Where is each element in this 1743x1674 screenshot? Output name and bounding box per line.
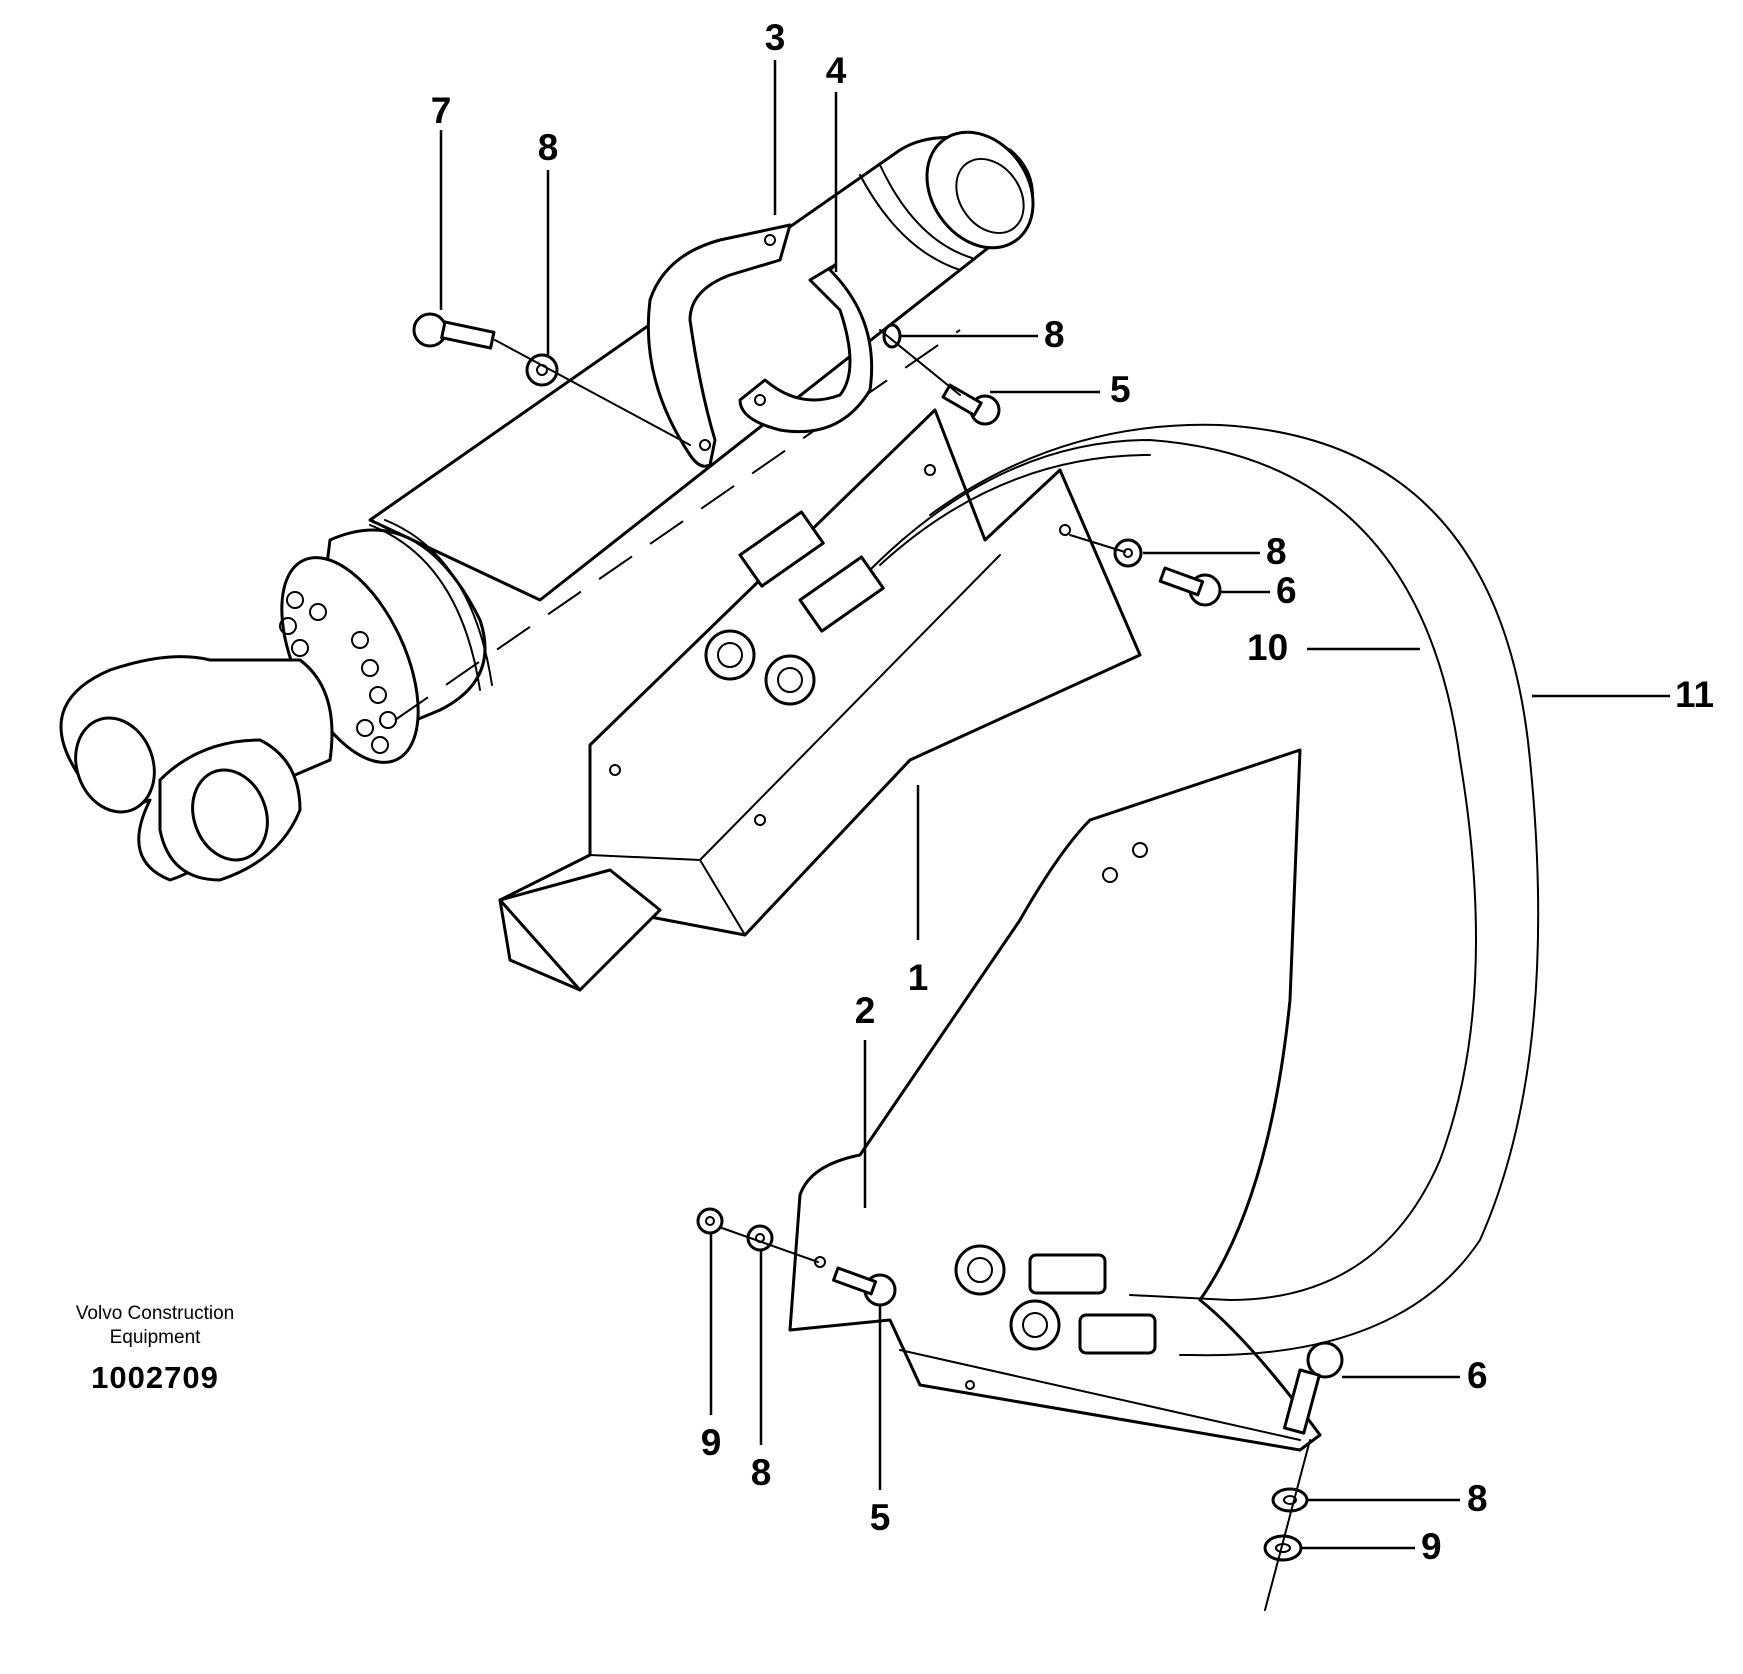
drawing-number: 1002709 (91, 1360, 219, 1395)
hydraulic-cylinder (59, 130, 1035, 882)
callout-2: 2 (855, 990, 876, 1031)
screw-5-bottom (832, 1266, 897, 1307)
screw-6-bottom (1282, 1341, 1344, 1435)
callout-11: 11 (1675, 674, 1714, 715)
callout-8-right: 8 (1266, 531, 1287, 572)
drawing-caption: Volvo Construction Equipment 1002709 (40, 1302, 270, 1396)
callout-8-clamp: 8 (1044, 314, 1065, 355)
callout-6-bottom: 6 (1467, 1355, 1488, 1396)
callout-9-left: 9 (701, 1422, 722, 1463)
callout-1: 1 (908, 957, 929, 998)
callout-8-bottom: 8 (1467, 1478, 1488, 1519)
screw-5-clamp (941, 383, 1001, 426)
screw-7 (412, 312, 496, 350)
screw-6-right (1158, 566, 1222, 607)
company-name-line2: Equipment (109, 1327, 201, 1348)
bracket-plate-1 (498, 408, 1142, 992)
callout-9-bottom: 9 (1421, 1526, 1442, 1567)
callout-5-bottom: 5 (870, 1497, 891, 1538)
hose-clamp-4 (738, 263, 874, 434)
callout-labels: 3 4 7 8 8 5 8 6 10 11 1 2 6 8 9 9 8 5 (431, 17, 1714, 1567)
callout-8-top: 8 (538, 127, 559, 168)
callout-3-top: 3 (765, 17, 786, 58)
hose-11 (929, 423, 1540, 1357)
callout-4-top: 4 (826, 50, 847, 91)
callout-7-top: 7 (431, 90, 452, 131)
callout-8-left: 8 (751, 1452, 772, 1493)
washer-8-bottom (1271, 1487, 1309, 1513)
hose-10 (869, 438, 1477, 1302)
assembly-axis-lines (494, 329, 1311, 1611)
hose-clamp-3 (646, 223, 792, 468)
callout-6-right: 6 (1276, 570, 1297, 611)
bracket-plate-2 (788, 748, 1322, 1452)
callout-10: 10 (1247, 627, 1288, 668)
callout-5-clamp: 5 (1110, 369, 1131, 410)
washer-8-right (1113, 538, 1143, 568)
leader-lines (439, 60, 1670, 1550)
company-name-line1: Volvo Construction (75, 1303, 235, 1324)
washer-9-left (696, 1207, 724, 1235)
